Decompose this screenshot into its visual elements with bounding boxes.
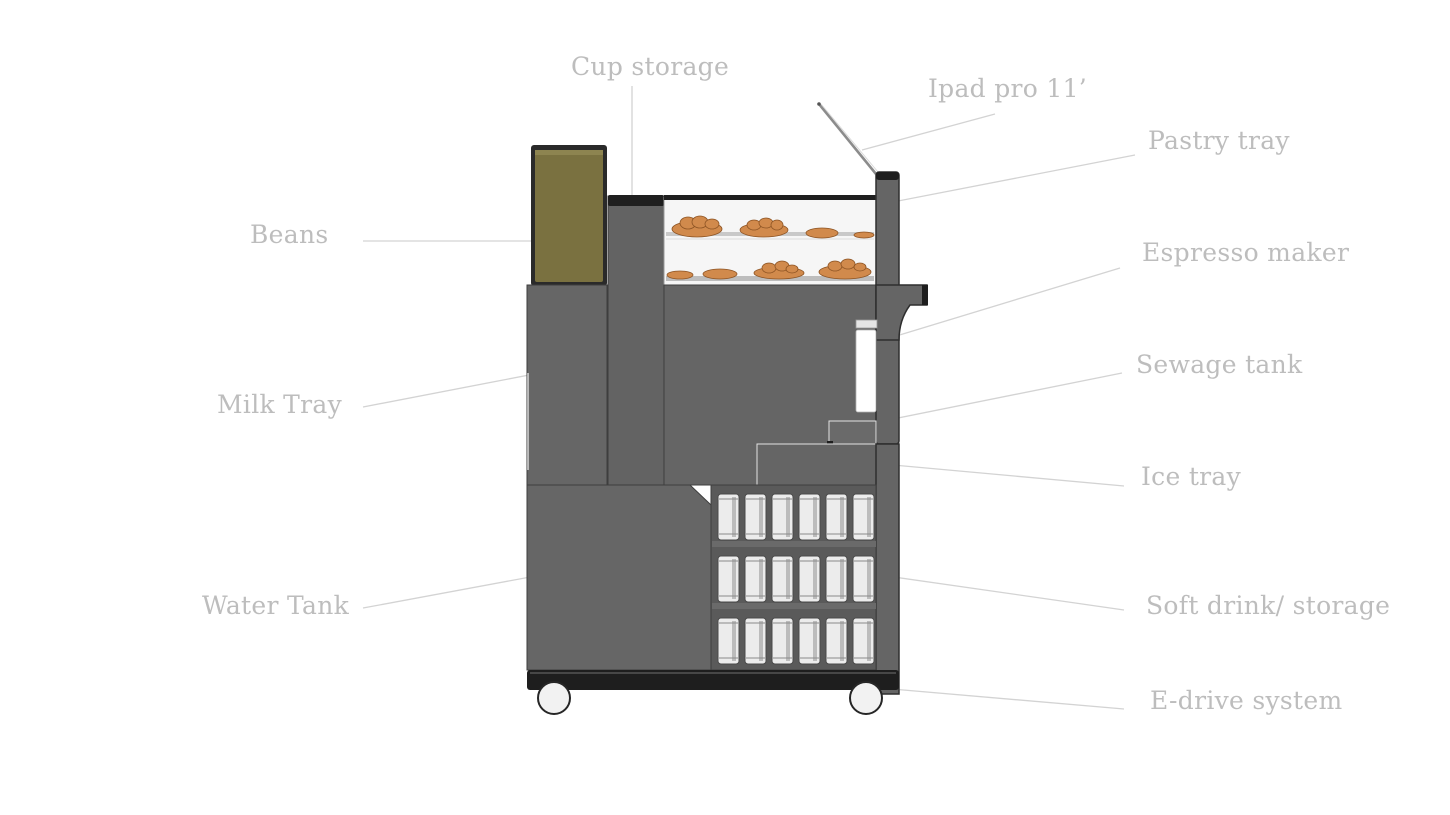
leader-line-ice-tray <box>859 461 1125 487</box>
soda-can-shade <box>732 559 736 599</box>
ipad-icon <box>817 102 879 175</box>
soda-can-shade <box>867 559 871 599</box>
leader-line-ipad <box>861 113 996 151</box>
leader-line-milk-tray <box>362 369 556 408</box>
pastries-upper <box>671 215 875 239</box>
soda-can-shade <box>786 621 790 661</box>
soda-can-shade <box>813 559 817 599</box>
soda-can-shade <box>732 497 736 537</box>
label-ice-tray: Ice tray <box>1141 462 1242 491</box>
label-ipad: Ipad pro 11’ <box>928 74 1088 103</box>
label-water-tank: Water Tank <box>202 591 350 620</box>
soda-can-shade <box>840 559 844 599</box>
soda-can-shade <box>759 621 763 661</box>
soda-can-shade <box>840 497 844 537</box>
rear-wheel <box>849 681 883 715</box>
sewage-tank-unit <box>827 420 877 446</box>
label-cup-storage: Cup storage <box>571 52 730 81</box>
leader-lines <box>362 86 1136 710</box>
leader-line-e-drive <box>879 687 1125 710</box>
label-beans: Beans <box>250 220 329 249</box>
label-espresso-maker: Espresso maker <box>1142 238 1350 267</box>
soda-can-shade <box>840 621 844 661</box>
e-drive-system <box>527 670 899 715</box>
leader-line-sewage-tank <box>887 372 1123 421</box>
label-soft-drink: Soft drink/ storage <box>1146 591 1391 620</box>
milk-tray-unit <box>526 284 608 486</box>
leader-line-espresso-maker <box>892 267 1121 338</box>
soda-can-shade <box>759 497 763 537</box>
water-tank-unit <box>526 484 712 671</box>
front-wheel <box>537 681 571 715</box>
label-pastry-tray: Pastry tray <box>1148 126 1290 155</box>
soda-can-shade <box>759 559 763 599</box>
leader-line-water-tank <box>362 572 553 609</box>
soda-can-shade <box>786 559 790 599</box>
label-e-drive: E-drive system <box>1150 686 1343 715</box>
soda-can-shade <box>867 497 871 537</box>
soft-drink-storage <box>710 484 877 671</box>
leader-line-pastry-tray <box>861 154 1136 209</box>
pastry-display-case <box>663 195 878 286</box>
soda-can-shade <box>867 621 871 661</box>
soda-can-shade <box>813 497 817 537</box>
label-milk-tray: Milk Tray <box>217 390 343 419</box>
soda-can-shade <box>813 621 817 661</box>
leader-line-soft-drink <box>879 574 1125 611</box>
pastries-lower <box>666 258 872 280</box>
label-sewage-tank: Sewage tank <box>1136 350 1303 379</box>
soda-cans <box>717 493 875 665</box>
cup-storage-unit <box>607 195 665 487</box>
soda-can-shade <box>786 497 790 537</box>
beans-hopper <box>531 145 607 286</box>
soda-can-shade <box>732 621 736 661</box>
